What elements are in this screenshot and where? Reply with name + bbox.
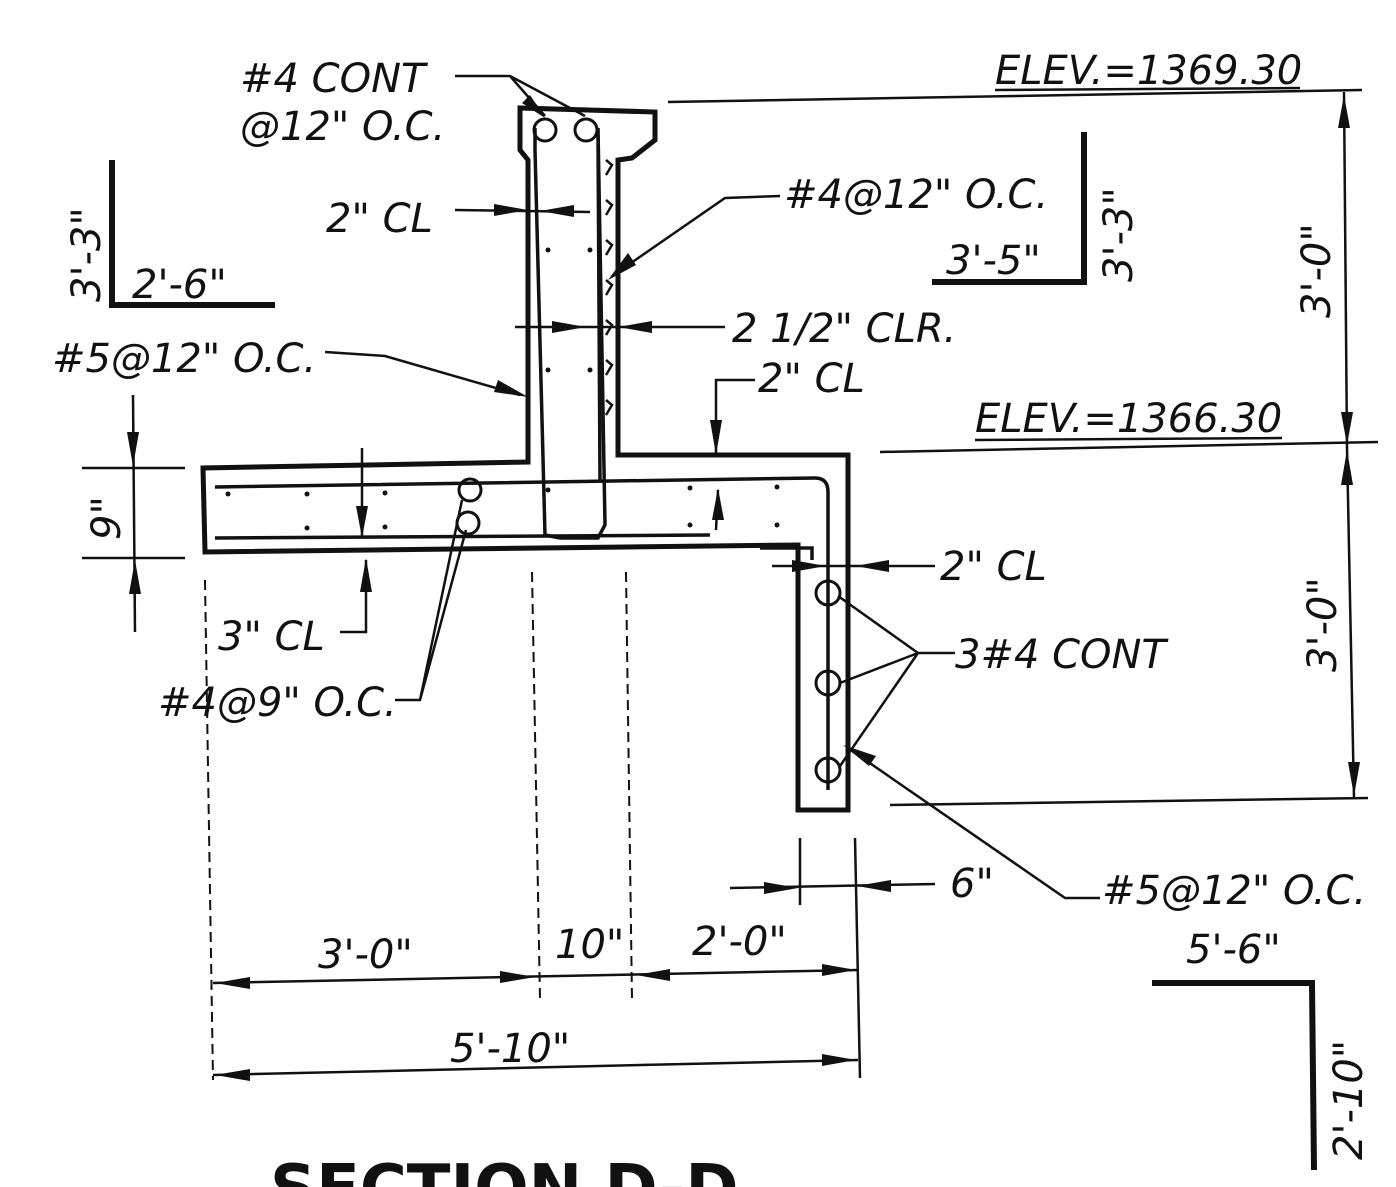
slab-thk-dim-line bbox=[131, 394, 137, 633]
bottom-right-dim-label: 2'-0" bbox=[692, 919, 787, 965]
slab-bars-label: #4@9" O.C. bbox=[158, 680, 397, 726]
elev-mid-line bbox=[879, 440, 1379, 454]
elev-top-label: ELEV.=1369.30 bbox=[995, 48, 1302, 94]
arrow bbox=[710, 420, 722, 455]
key-cont-bar-3 bbox=[814, 756, 842, 784]
bottom-total-dim-label: 5'-10" bbox=[450, 1026, 570, 1072]
arrow bbox=[215, 1069, 250, 1081]
bar-shape-right-lower bbox=[1152, 980, 1317, 1171]
left-shape-horizontal-label: 2'-6" bbox=[132, 262, 227, 308]
key-cover-label: 2" CL bbox=[940, 544, 1047, 590]
arrow bbox=[618, 321, 652, 333]
slab-cont-bar-2 bbox=[455, 510, 481, 536]
leader-slab-bars bbox=[395, 499, 468, 702]
bottom-stem-dim-label: 10" bbox=[555, 922, 624, 968]
key-bars-label: #5@12" O.C. bbox=[1102, 868, 1366, 914]
arrow bbox=[500, 971, 535, 983]
ext-left bbox=[204, 579, 214, 1081]
right-upper-shape-horizontal-label: 3'-5" bbox=[946, 238, 1041, 284]
bar-shape-left bbox=[109, 160, 275, 308]
arrow bbox=[712, 488, 724, 520]
arrow bbox=[129, 560, 141, 594]
arrow bbox=[1341, 450, 1353, 485]
bar-shape-right-upper bbox=[932, 132, 1087, 285]
arrow bbox=[857, 880, 891, 892]
concrete-outline bbox=[200, 105, 851, 813]
arrow bbox=[843, 745, 876, 766]
bottom-left-dim-label: 3'-0" bbox=[318, 932, 413, 978]
slab-rebar-top bbox=[214, 476, 830, 790]
arrow bbox=[215, 977, 250, 989]
arrow bbox=[540, 205, 574, 217]
stem-clear-label: 2 1/2" CLR. bbox=[732, 306, 956, 352]
key-cont-label: 3#4 CONT bbox=[955, 632, 1169, 678]
leader-slab-bottom-cover bbox=[340, 560, 368, 634]
top-cont-bar-1 bbox=[532, 117, 558, 143]
right-lower-shape-vertical-label: 2'-10" bbox=[1326, 1040, 1372, 1160]
top-cont-bar-2 bbox=[573, 117, 599, 143]
ext-key-right bbox=[853, 837, 862, 1079]
elev-mid-label: ELEV.=1366.30 bbox=[975, 396, 1282, 442]
arrow bbox=[636, 969, 670, 981]
leader-key-cont bbox=[837, 594, 955, 767]
dim-key-line bbox=[729, 882, 936, 890]
leader-slab-top-cover bbox=[714, 378, 755, 455]
elev-top-line bbox=[667, 88, 1363, 104]
elev-mid-underline bbox=[974, 436, 1283, 442]
slab-thickness-label: 9" bbox=[84, 496, 130, 540]
slab-distribution-bars bbox=[225, 247, 780, 531]
ext-stem-left bbox=[531, 571, 541, 1001]
ext-stem-right bbox=[625, 571, 633, 1001]
arrow bbox=[494, 204, 528, 216]
arrow bbox=[522, 95, 545, 118]
key-rebar-bottom bbox=[760, 546, 814, 560]
key-width-label: 6" bbox=[950, 861, 994, 907]
stem-bars-label: #4@12" O.C. bbox=[784, 172, 1048, 218]
leader-stem-bars bbox=[617, 194, 781, 274]
arrow bbox=[1338, 95, 1350, 128]
arrow bbox=[1348, 762, 1360, 796]
left-shape-vertical-label: 3'-3" bbox=[64, 207, 110, 302]
arrow bbox=[792, 560, 826, 572]
leader-left-bars bbox=[324, 350, 521, 397]
slab-top-cover-label: 2" CL bbox=[758, 356, 865, 402]
arrow bbox=[822, 964, 856, 976]
slab-bottom-cover-label: 3" CL bbox=[218, 614, 325, 660]
left-bars-label: #5@12" O.C. bbox=[52, 336, 316, 382]
stem-rebar-left bbox=[533, 127, 607, 540]
top-cont-spacing-label: @12" O.C. bbox=[240, 104, 445, 150]
right-dim-lower-label: 3'-0" bbox=[1300, 577, 1346, 672]
arrow bbox=[608, 253, 636, 280]
arrow bbox=[356, 506, 368, 538]
leader-key-bars bbox=[847, 746, 1100, 900]
arrow bbox=[1341, 412, 1353, 445]
right-dim-upper-label: 3'-0" bbox=[1294, 223, 1340, 318]
top-cont-label: #4 CONT bbox=[240, 56, 429, 102]
section-title: SECTION D-D bbox=[270, 1152, 739, 1187]
elev-top-underline bbox=[994, 86, 1301, 92]
right-lower-shape-horizontal-label: 5'-6" bbox=[1186, 927, 1281, 973]
stem-cover-label: 2" CL bbox=[326, 196, 433, 242]
stem-rebar-right bbox=[596, 134, 602, 481]
right-upper-shape-vertical-label: 3'-3" bbox=[1096, 187, 1142, 282]
arrow bbox=[360, 558, 372, 592]
slab-rebar-bottom bbox=[214, 533, 711, 540]
arrow bbox=[552, 321, 586, 333]
dim-row-2-line bbox=[212, 1058, 859, 1077]
arrow bbox=[127, 432, 139, 466]
right-dim-upper-line bbox=[1342, 91, 1349, 449]
slab-cont-bar-1 bbox=[457, 477, 483, 503]
key-cont-bar-1 bbox=[814, 579, 842, 607]
arrow bbox=[494, 380, 528, 397]
elev-bottom-line bbox=[889, 796, 1369, 807]
arrow bbox=[855, 560, 889, 572]
arrow bbox=[764, 882, 798, 894]
right-dim-lower-line bbox=[1345, 447, 1356, 799]
dim-row-1-line bbox=[212, 968, 859, 985]
stem-notch bbox=[604, 159, 614, 416]
arrow bbox=[822, 1054, 856, 1066]
